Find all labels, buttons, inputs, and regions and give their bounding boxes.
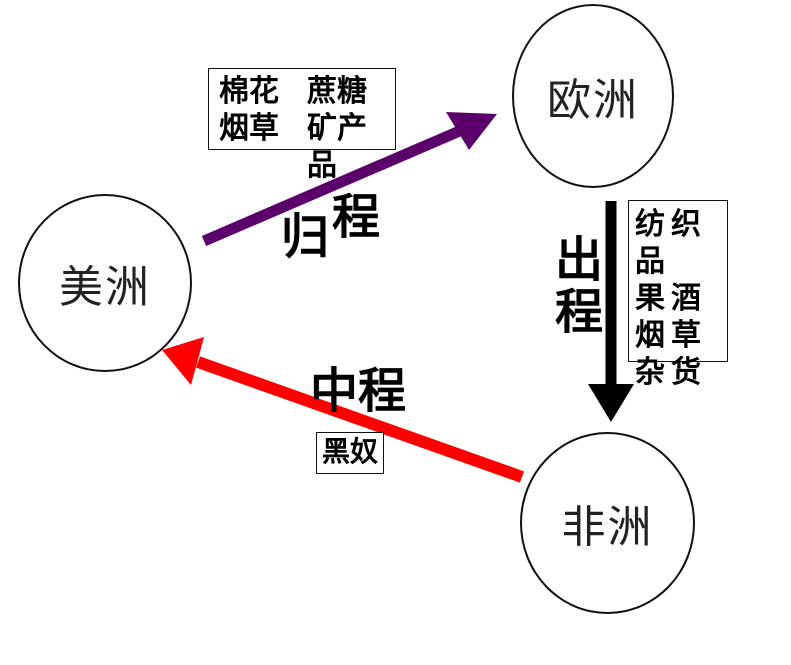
middle-arrow-shaft xyxy=(195,356,525,483)
cargo-item: 果酒 xyxy=(635,281,707,316)
cargo-item: 棉花 xyxy=(219,74,279,109)
middle-arrow-head xyxy=(162,337,204,385)
cargo-item: 纺织品 xyxy=(635,207,707,279)
outbound-leg-char-2: 程 xyxy=(555,284,604,340)
return-leg-char-2: 程 xyxy=(332,189,381,245)
cargo-item: 矿产品 xyxy=(307,111,367,183)
cargo-row-1: 棉花 蔗糖 xyxy=(219,73,395,110)
node-europe: 欧洲 xyxy=(512,4,674,188)
return-arrow-shaft xyxy=(201,124,465,247)
cargo-item: 烟草 xyxy=(635,318,707,353)
cargo-box-africa-to-america: 黑奴 xyxy=(316,432,384,474)
cargo-box-europe-to-africa: 纺织品 果酒 烟草 杂货 xyxy=(628,200,728,390)
cargo-row-2: 烟草 矿产品 xyxy=(219,110,395,184)
outbound-leg-char-1: 出 xyxy=(555,232,604,288)
cargo-item: 杂货 xyxy=(635,355,707,390)
cargo-box-america-to-europe: 棉花 蔗糖 烟草 矿产品 xyxy=(208,68,396,183)
middle-leg-label: 中程 xyxy=(310,363,407,419)
outbound-arrow-head xyxy=(588,384,634,422)
return-leg-char-1: 归 xyxy=(281,209,330,265)
node-africa: 非洲 xyxy=(520,432,695,614)
return-arrow-head xyxy=(446,112,497,150)
cargo-item: 烟草 xyxy=(219,111,279,146)
node-america: 美洲 xyxy=(18,194,192,372)
cargo-item: 蔗糖 xyxy=(307,74,367,109)
